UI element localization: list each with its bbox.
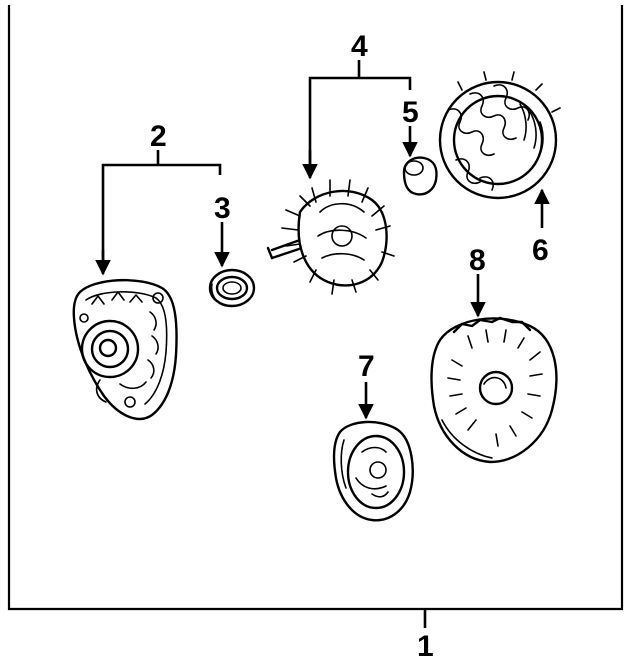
assembly-frame [7, 5, 624, 611]
callout-6: 6 [532, 234, 549, 267]
leader-2-bracket [101, 163, 222, 272]
callout-7: 7 [358, 350, 375, 383]
rotor-part[interactable] [266, 179, 395, 295]
front-bearing-part[interactable] [208, 268, 256, 308]
callout-1: 1 [417, 630, 434, 663]
callout-5: 5 [402, 96, 419, 129]
callout-3: 3 [214, 192, 231, 225]
rear-housing-part[interactable] [430, 316, 558, 464]
callout-2: 2 [150, 120, 167, 153]
callout-4: 4 [351, 30, 368, 63]
pulley-part[interactable] [332, 420, 414, 522]
stator-part[interactable] [438, 71, 561, 200]
callout-8: 8 [469, 244, 486, 277]
front-housing-part[interactable] [72, 278, 178, 421]
rear-bearing-part[interactable] [402, 156, 438, 196]
leader-4-bracket [308, 76, 412, 175]
